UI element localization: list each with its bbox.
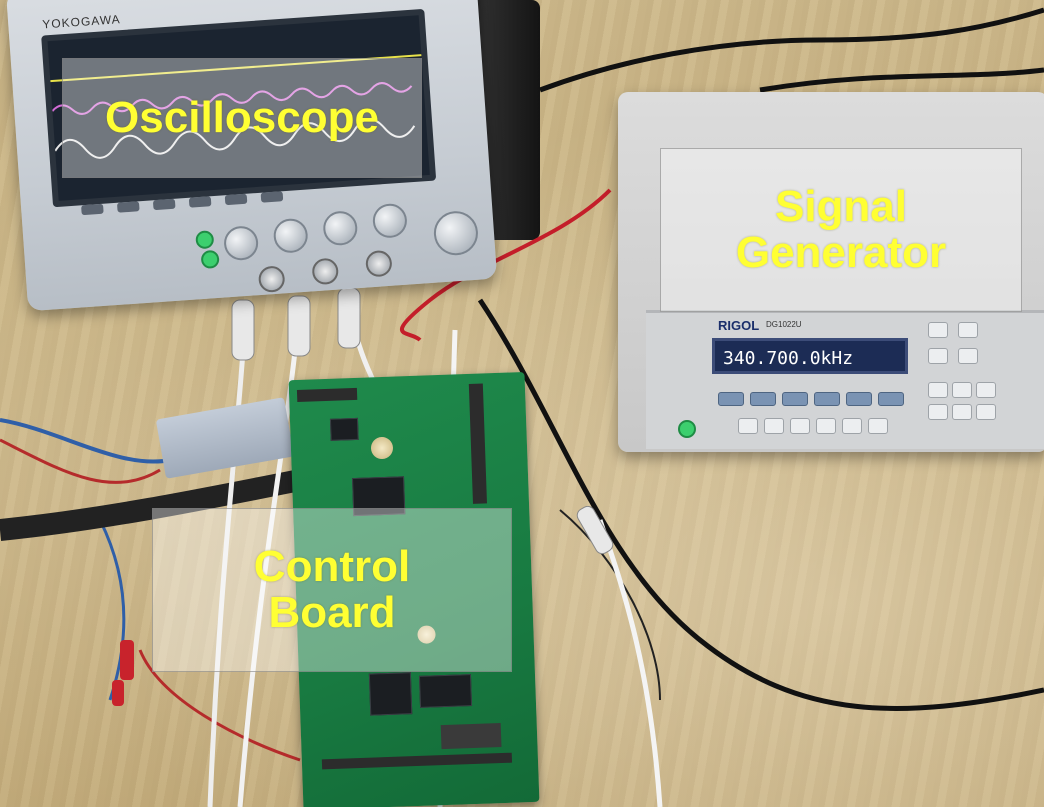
trace-white: [54, 118, 416, 159]
scope-button: [116, 201, 140, 213]
trace-yellow: [50, 54, 422, 83]
scope-waveforms: [50, 54, 422, 159]
trace-magenta: [51, 82, 413, 115]
alligator-clip: [120, 640, 134, 680]
ic-chip: [418, 674, 473, 708]
red-cable: [138, 649, 301, 762]
bnc-connector: [364, 249, 393, 278]
siggen-brand: RIGOL: [718, 318, 760, 333]
label-control-board: Control Board: [152, 508, 512, 672]
scope-brand: YOKOGAWA: [41, 12, 122, 32]
thin-lead: [559, 509, 661, 701]
siggen-key: [738, 418, 758, 434]
red-lead: [400, 188, 612, 342]
power-button: [678, 420, 696, 438]
connector: [440, 723, 502, 750]
siggen-key: [952, 382, 972, 398]
siggen-key: [928, 348, 948, 364]
pin-header: [468, 383, 487, 504]
black-strap: [0, 469, 303, 541]
siggen-key: [976, 382, 996, 398]
power-cable: [539, 7, 1044, 93]
bnc-connector: [311, 257, 340, 286]
scope-knob: [222, 225, 260, 262]
bnc-connector: [257, 265, 286, 294]
scope-button: [81, 203, 104, 216]
scope-screen: [41, 8, 437, 208]
siggen-key: [976, 404, 996, 420]
siggen-key: [928, 404, 948, 420]
green-led-button: [200, 249, 220, 270]
siggen-softkey: [846, 392, 872, 406]
power-cable: [759, 67, 1044, 93]
siggen-softkey: [750, 392, 776, 406]
siggen-key: [928, 382, 948, 398]
scope-knob: [272, 217, 309, 254]
alligator-clip: [112, 680, 124, 706]
siggen-model: DG1022U: [766, 320, 802, 329]
label-control-board-text: Control Board: [253, 542, 411, 637]
red-cable: [0, 438, 161, 484]
probe-head: [231, 299, 255, 361]
siggen-softkey: [878, 392, 904, 406]
label-signal-generator-text: Signal Generator: [735, 182, 947, 277]
siggen-display: 340.700.0kHz: [712, 338, 908, 374]
siggen-key: [790, 418, 810, 434]
siggen-softkey: [814, 392, 840, 406]
scope-knob: [322, 210, 359, 247]
siggen-key: [868, 418, 888, 434]
blue-cable: [98, 519, 126, 701]
capacitor: [370, 436, 394, 460]
scope-knob: [371, 202, 409, 239]
siggen-key: [816, 418, 836, 434]
probe-head: [337, 287, 361, 349]
scope-button: [260, 191, 284, 203]
siggen-key: [842, 418, 862, 434]
blue-cable: [0, 418, 171, 464]
probe-head: [287, 295, 311, 357]
siggen-key: [764, 418, 784, 434]
label-oscilloscope: Oscilloscope: [62, 58, 422, 178]
pin-header: [321, 752, 513, 770]
label-signal-generator: Signal Generator: [660, 148, 1022, 312]
siggen-softkey: [782, 392, 808, 406]
scope-button: [188, 196, 212, 208]
scope-button: [224, 193, 248, 206]
siggen-softkey: [718, 392, 744, 406]
siggen-key: [952, 404, 972, 420]
probe-head: [576, 505, 614, 555]
ic-chip: [368, 672, 413, 716]
pin-header: [296, 387, 358, 402]
scope-button: [152, 198, 176, 211]
ic-chip: [329, 417, 359, 441]
oscilloscope: YOKOGAWA: [6, 0, 498, 312]
scope-main-knob: [432, 209, 480, 257]
black-cable: [477, 298, 1044, 711]
siggen-key: [958, 322, 978, 338]
siggen-key: [928, 322, 948, 338]
label-oscilloscope-text: Oscilloscope: [105, 93, 379, 142]
signal-generator: RIGOL DG1022U 340.700.0kHz: [618, 92, 1044, 452]
siggen-key: [958, 348, 978, 364]
green-led-button: [195, 230, 215, 250]
